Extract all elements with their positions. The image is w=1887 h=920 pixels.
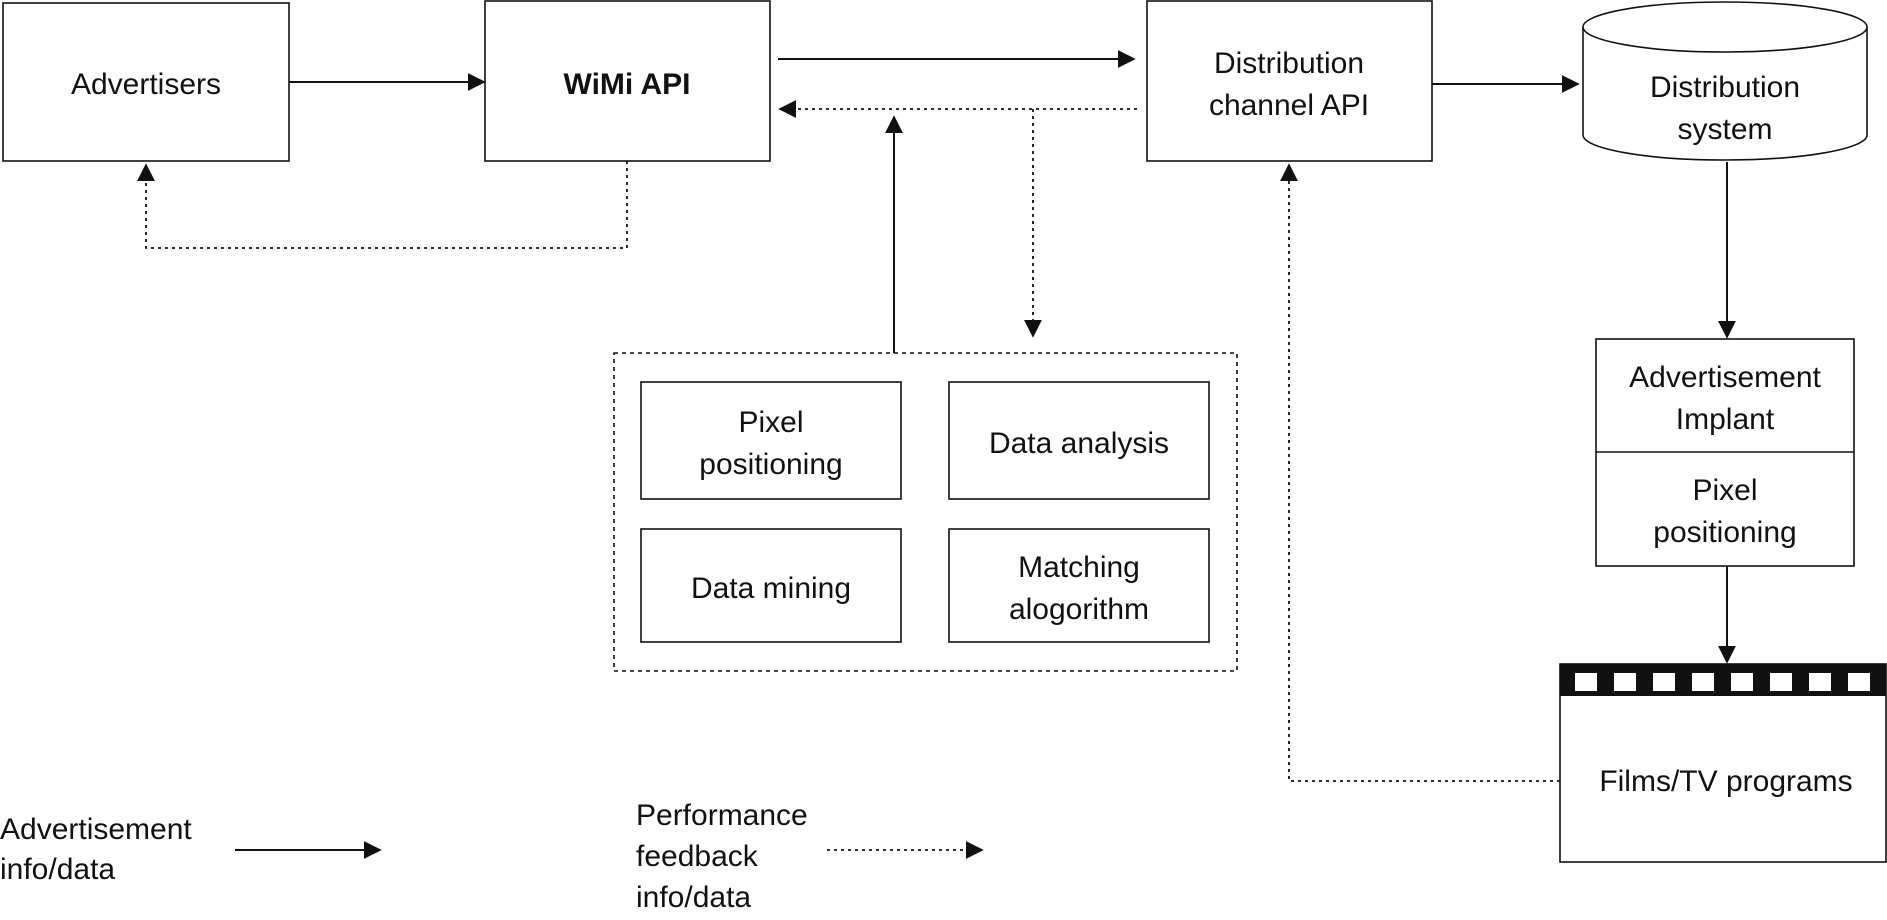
- feedback-films-to-channel: [1280, 163, 1560, 782]
- implant-pixel-positioning-line2: positioning: [1653, 516, 1796, 549]
- distribution-channel-api-label-line2: channel API: [1209, 89, 1369, 122]
- pixel-positioning-label-line2: positioning: [699, 448, 842, 481]
- data-analysis-module: Data analysis: [948, 381, 1210, 500]
- advertisement-implant-label-line2: Implant: [1676, 403, 1775, 436]
- data-mining-module: Data mining: [640, 528, 902, 643]
- advertisers-label: Advertisers: [71, 68, 221, 101]
- legend-dotted: Performance feedback info/data: [636, 799, 984, 914]
- pixel-positioning-module: Pixel positioning: [640, 381, 902, 500]
- film-strip-bar: [1560, 664, 1886, 696]
- legend-dotted-label-line2: feedback: [636, 840, 759, 873]
- legend-dotted-label-line1: Performance: [636, 799, 808, 832]
- matching-algorithm-module: Matching alogorithm: [948, 528, 1210, 643]
- distribution-system-label-line2: system: [1677, 113, 1772, 146]
- data-mining-label: Data mining: [691, 572, 851, 605]
- distribution-channel-api-node: Distribution channel API: [1146, 0, 1433, 162]
- distribution-system-node: Distribution system: [1582, 1, 1868, 161]
- feedback-wimi-api-to-advertisers: [137, 161, 628, 249]
- legend-dotted-label-line3: info/data: [636, 881, 751, 914]
- pixel-positioning-label-line1: Pixel: [738, 406, 803, 439]
- legend-solid-label-line1: Advertisement: [0, 813, 192, 846]
- legend-solid-label-line2: info/data: [0, 853, 115, 886]
- wimi-api-node: WiMi API: [484, 0, 771, 162]
- matching-algorithm-label-line1: Matching: [1018, 551, 1140, 584]
- distribution-system-label-line1: Distribution: [1650, 71, 1800, 104]
- advertisers-node: Advertisers: [2, 2, 290, 162]
- advertisement-implant-node: Advertisement Implant Pixel positioning: [1595, 338, 1855, 567]
- analysis-group-border: [613, 352, 1238, 672]
- advertisement-implant-label-line1: Advertisement: [1629, 361, 1821, 394]
- implant-pixel-positioning-line1: Pixel: [1692, 474, 1757, 507]
- films-tv-programs-label: Films/TV programs: [1599, 765, 1852, 798]
- films-tv-programs-node: Films/TV programs: [1559, 663, 1887, 863]
- wimi-api-label: WiMi API: [564, 68, 691, 101]
- analysis-group: Pixel positioning Data analysis Data min…: [613, 352, 1238, 672]
- matching-algorithm-label-line2: alogorithm: [1009, 593, 1149, 626]
- distribution-channel-api-label-line1: Distribution: [1214, 47, 1364, 80]
- legend-solid: Advertisement info/data: [0, 813, 382, 886]
- film-strip-holes: [1575, 673, 1870, 691]
- data-analysis-label: Data analysis: [989, 427, 1169, 460]
